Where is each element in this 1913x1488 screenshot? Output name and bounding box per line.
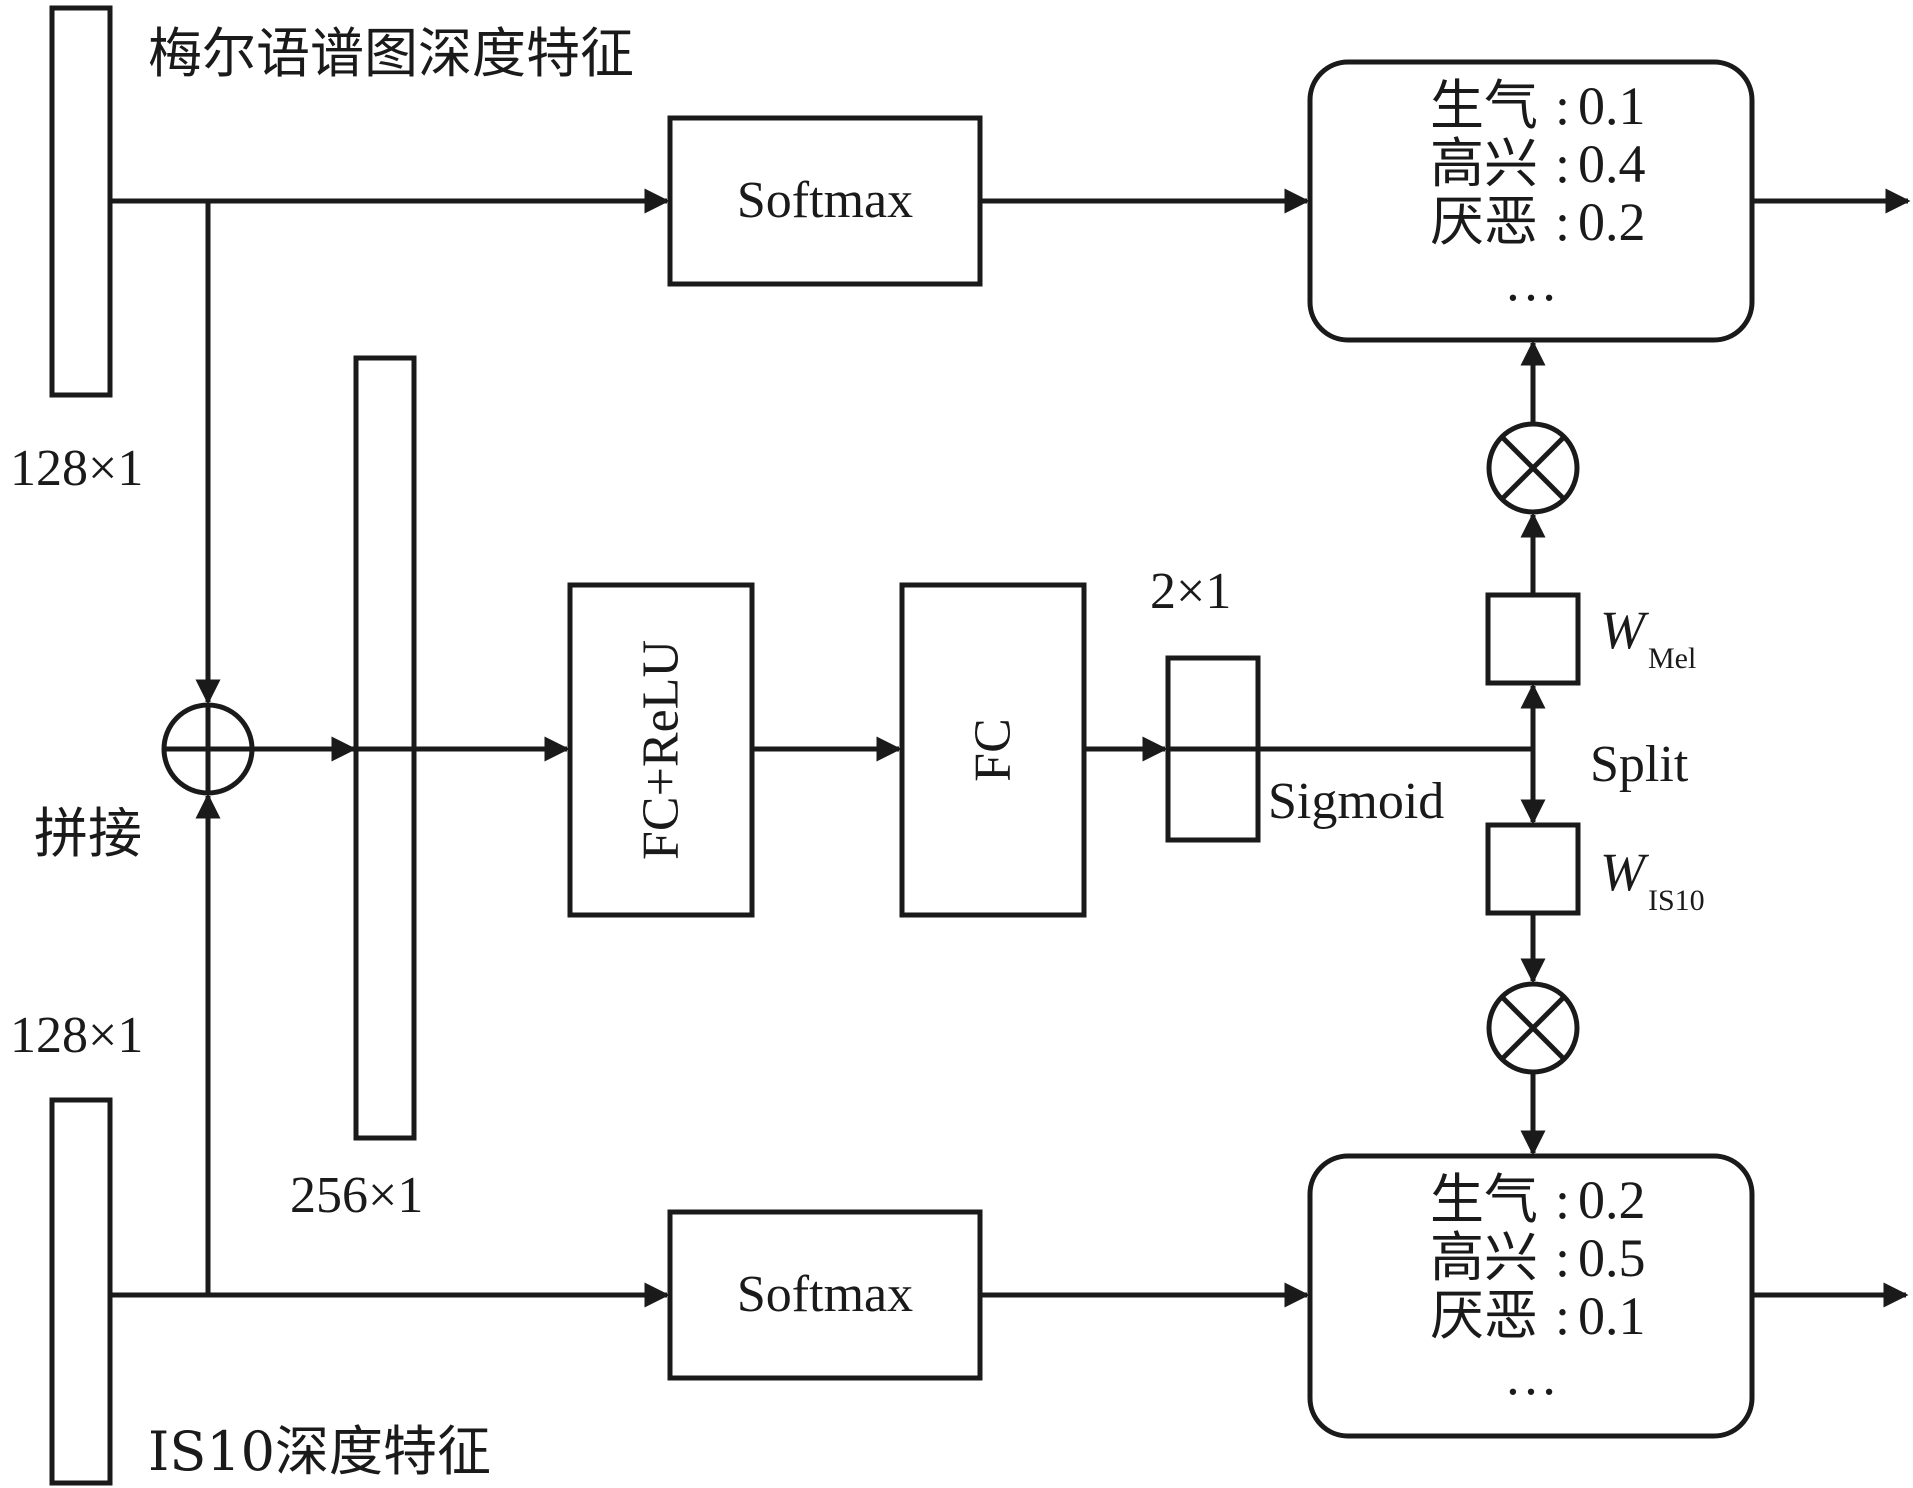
- concat-operator-icon: [161, 702, 255, 796]
- emotion-value: 0.1: [1578, 1286, 1646, 1346]
- softmax-bottom-box: [667, 1209, 983, 1381]
- gate-dim-label: 2×1: [1150, 563, 1231, 620]
- w-mel-main: W: [1600, 600, 1650, 660]
- output-bottom-row: 厌恶 : 0.1: [1430, 1284, 1646, 1347]
- fc-relu-label: FC+ReLU: [633, 640, 690, 860]
- w-mel-sub: Mel: [1648, 642, 1696, 675]
- emotion-sep: :: [1555, 76, 1570, 136]
- w-is10-label: W IS10: [1600, 842, 1705, 917]
- emotion-sep: :: [1555, 1228, 1570, 1288]
- mel-feature-title: 梅尔语谱图深度特征: [148, 22, 634, 85]
- multiply-top-icon: [1486, 421, 1580, 515]
- softmax-top-label: Softmax: [737, 172, 913, 229]
- emotion-value: 0.4: [1578, 134, 1646, 194]
- multiply-bottom-icon: [1486, 981, 1580, 1075]
- output-bottom-list: 生气 : 0.2 高兴 : 0.5 厌恶 : 0.1 …: [1430, 1168, 1646, 1406]
- emotion-sep: :: [1555, 1170, 1570, 1230]
- is10-feature-dim: 128×1: [10, 1007, 143, 1064]
- emotion-value: 0.5: [1578, 1228, 1646, 1288]
- concat-label: 拼接: [34, 802, 142, 865]
- concat-dim: 256×1: [290, 1167, 423, 1224]
- connectors: [110, 188, 1911, 1308]
- mel-feature-bar: [49, 5, 113, 398]
- output-top-ellipsis: …: [1504, 252, 1558, 312]
- emotion-sep: :: [1555, 134, 1570, 194]
- w-is10-box: [1485, 822, 1581, 916]
- w-mel-label: W Mel: [1600, 600, 1696, 675]
- softmax-top-box: [667, 115, 983, 287]
- sigmoid-label: Sigmoid: [1268, 773, 1444, 830]
- output-bottom-row: 高兴 : 0.5: [1430, 1226, 1646, 1289]
- mel-feature-dim: 128×1: [10, 440, 143, 497]
- fc-label: FC: [965, 718, 1022, 782]
- w-is10-sub: IS10: [1648, 884, 1705, 917]
- emotion-sep: :: [1555, 192, 1570, 252]
- w-mel-box: [1485, 592, 1581, 686]
- emotion-label: 厌恶: [1430, 190, 1538, 253]
- emotion-value: 0.1: [1578, 76, 1646, 136]
- output-top-row: 生气 : 0.1: [1430, 74, 1646, 137]
- is10-feature-title: IS10深度特征: [148, 1420, 491, 1483]
- emotion-value: 0.2: [1578, 192, 1646, 252]
- split-label: Split: [1590, 736, 1689, 793]
- emotion-label: 高兴: [1430, 1226, 1538, 1289]
- emotion-label: 生气: [1430, 74, 1538, 137]
- output-bottom-ellipsis: …: [1504, 1346, 1558, 1406]
- output-top-list: 生气 : 0.1 高兴 : 0.4 厌恶 : 0.2 …: [1430, 74, 1646, 312]
- output-top-row: 高兴 : 0.4: [1430, 132, 1646, 195]
- output-bottom-row: 生气 : 0.2: [1430, 1168, 1646, 1231]
- emotion-label: 生气: [1430, 1168, 1538, 1231]
- softmax-bottom-label: Softmax: [737, 1266, 913, 1323]
- w-is10-main: W: [1600, 842, 1650, 902]
- is10-feature-bar: [49, 1097, 113, 1486]
- emotion-label: 高兴: [1430, 132, 1538, 195]
- emotion-sep: :: [1555, 1286, 1570, 1346]
- fc-box: [899, 582, 1087, 918]
- output-top-row: 厌恶 : 0.2: [1430, 190, 1646, 253]
- emotion-label: 厌恶: [1430, 1284, 1538, 1347]
- emotion-value: 0.2: [1578, 1170, 1646, 1230]
